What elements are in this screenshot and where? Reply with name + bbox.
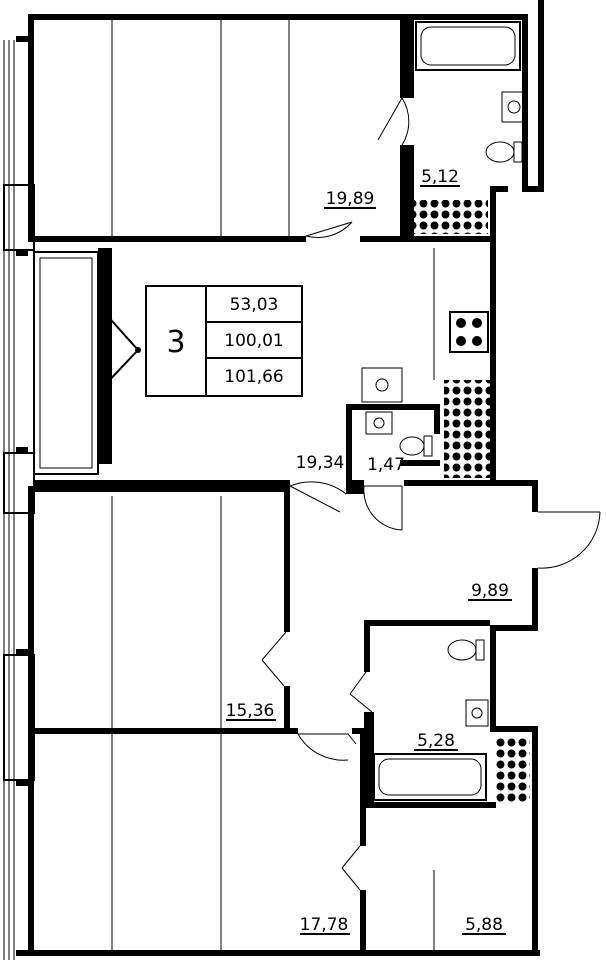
area-hall: 9,89 [471,581,509,601]
area-bathroom-bottom: 5,28 [417,731,455,751]
living-area: 53,03 [230,295,279,315]
bathtub-top [415,21,521,71]
total-area: 100,01 [224,331,283,351]
tiles-bottom [494,738,530,802]
area-bathroom-top: 5,12 [421,167,459,187]
wc-fixtures [365,411,433,457]
bathtub-bottom [373,753,487,801]
sink-bottom [465,699,489,727]
left-facade [3,36,35,960]
tiles-kitchen [444,380,490,478]
room-count: 3 [166,325,185,360]
balcony [33,251,141,475]
interior-walls [28,20,496,956]
toilet-bottom [447,639,485,661]
area-room-top: 19,89 [326,189,375,209]
room-labels: 19,89 5,12 19,34 1,47 9,89 15,36 5,28 17… [226,167,512,935]
tiles-top [414,200,488,234]
sink-top [501,91,525,123]
shower-kitchen [361,367,403,403]
area-room-bottom: 17,78 [300,915,349,935]
doors [261,97,601,891]
area-storage: 5,88 [465,915,503,935]
area-kitchen-living: 19,34 [296,453,345,473]
exterior-walls [28,0,544,956]
total-area-with-balcony: 101,66 [224,367,283,387]
area-wc-small: 1,47 [367,455,405,475]
stove [449,311,489,353]
area-room-middle: 15,36 [226,701,275,721]
grid-lines [111,18,435,955]
toilet-top [485,141,523,163]
summary-table: 3 53,03 100,01 101,66 [145,285,303,397]
